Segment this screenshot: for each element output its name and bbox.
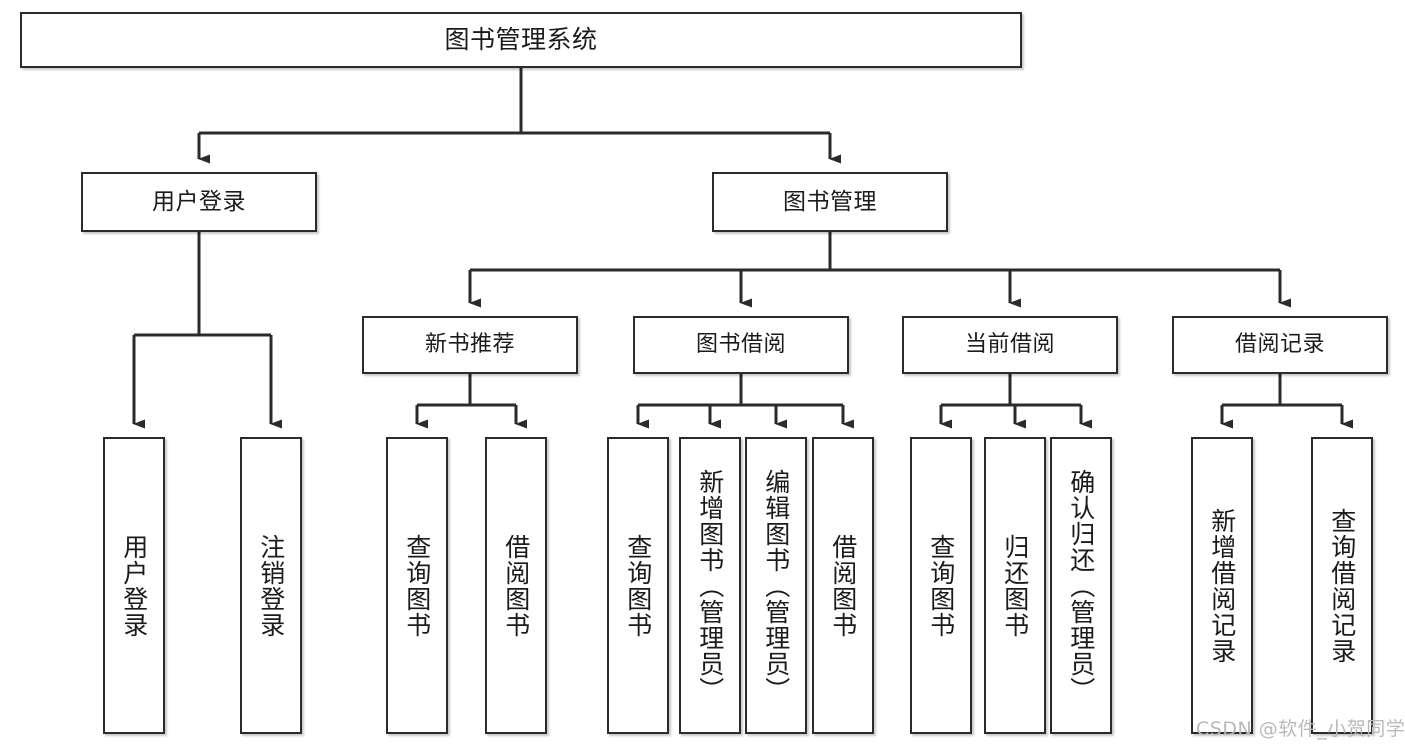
- node-leaf-add-record[interactable]: 新增借阅记录: [1191, 437, 1253, 734]
- node-leaf-return-book-label: 归还图书: [1000, 533, 1030, 638]
- node-leaf-edit-book[interactable]: 编辑图书（管理员）: [745, 437, 807, 734]
- node-leaf-user-login-label: 用户登录: [119, 533, 149, 638]
- node-leaf-add-book-label: 新增图书（管理员）: [695, 468, 725, 703]
- node-leaf-user-logout-label: 注销登录: [256, 533, 286, 638]
- node-user-login[interactable]: 用户登录: [81, 172, 317, 232]
- node-book-manage[interactable]: 图书管理: [712, 172, 948, 232]
- node-leaf-confirm-return-label: 确认归还（管理员）: [1066, 468, 1096, 703]
- node-current-borrow-label: 当前借阅: [964, 332, 1055, 358]
- node-leaf-query-record-label: 查询借阅记录: [1327, 507, 1357, 664]
- node-leaf-add-book[interactable]: 新增图书（管理员）: [679, 437, 741, 734]
- node-leaf-edit-book-label: 编辑图书（管理员）: [761, 468, 791, 703]
- node-leaf-add-record-label: 新增借阅记录: [1207, 507, 1237, 664]
- node-book-borrow-label: 图书借阅: [695, 332, 786, 358]
- node-leaf-borrow-book-rec[interactable]: 借阅图书: [485, 437, 547, 734]
- node-new-book-rec[interactable]: 新书推荐: [362, 316, 578, 374]
- node-leaf-query-book-b[interactable]: 查询图书: [607, 437, 669, 734]
- node-leaf-return-book[interactable]: 归还图书: [984, 437, 1046, 734]
- node-leaf-query-record[interactable]: 查询借阅记录: [1311, 437, 1373, 734]
- node-leaf-user-login[interactable]: 用户登录: [103, 437, 165, 734]
- node-leaf-borrow-book-b[interactable]: 借阅图书: [812, 437, 874, 734]
- node-root-label: 图书管理系统: [444, 24, 598, 54]
- node-leaf-confirm-return[interactable]: 确认归还（管理员）: [1050, 437, 1112, 734]
- node-leaf-query-book-b-label: 查询图书: [623, 533, 653, 638]
- node-new-book-rec-label: 新书推荐: [424, 332, 515, 358]
- node-book-borrow[interactable]: 图书借阅: [633, 316, 849, 374]
- node-leaf-borrow-book-b-label: 借阅图书: [828, 533, 858, 638]
- node-root[interactable]: 图书管理系统: [20, 12, 1022, 68]
- node-leaf-user-logout[interactable]: 注销登录: [240, 437, 302, 734]
- node-borrow-record-label: 借阅记录: [1234, 332, 1325, 358]
- csdn-watermark: CSDN @软件_小贺同学: [1196, 718, 1405, 740]
- node-leaf-borrow-book-rec-label: 借阅图书: [501, 533, 531, 638]
- node-leaf-query-book-rec-label: 查询图书: [402, 533, 432, 638]
- node-book-manage-label: 图书管理: [783, 188, 877, 215]
- node-current-borrow[interactable]: 当前借阅: [902, 316, 1118, 374]
- node-borrow-record[interactable]: 借阅记录: [1172, 316, 1388, 374]
- node-leaf-query-book-c-label: 查询图书: [926, 533, 956, 638]
- node-user-login-label: 用户登录: [152, 188, 246, 215]
- node-leaf-query-book-rec[interactable]: 查询图书: [386, 437, 448, 734]
- node-leaf-query-book-c[interactable]: 查询图书: [910, 437, 972, 734]
